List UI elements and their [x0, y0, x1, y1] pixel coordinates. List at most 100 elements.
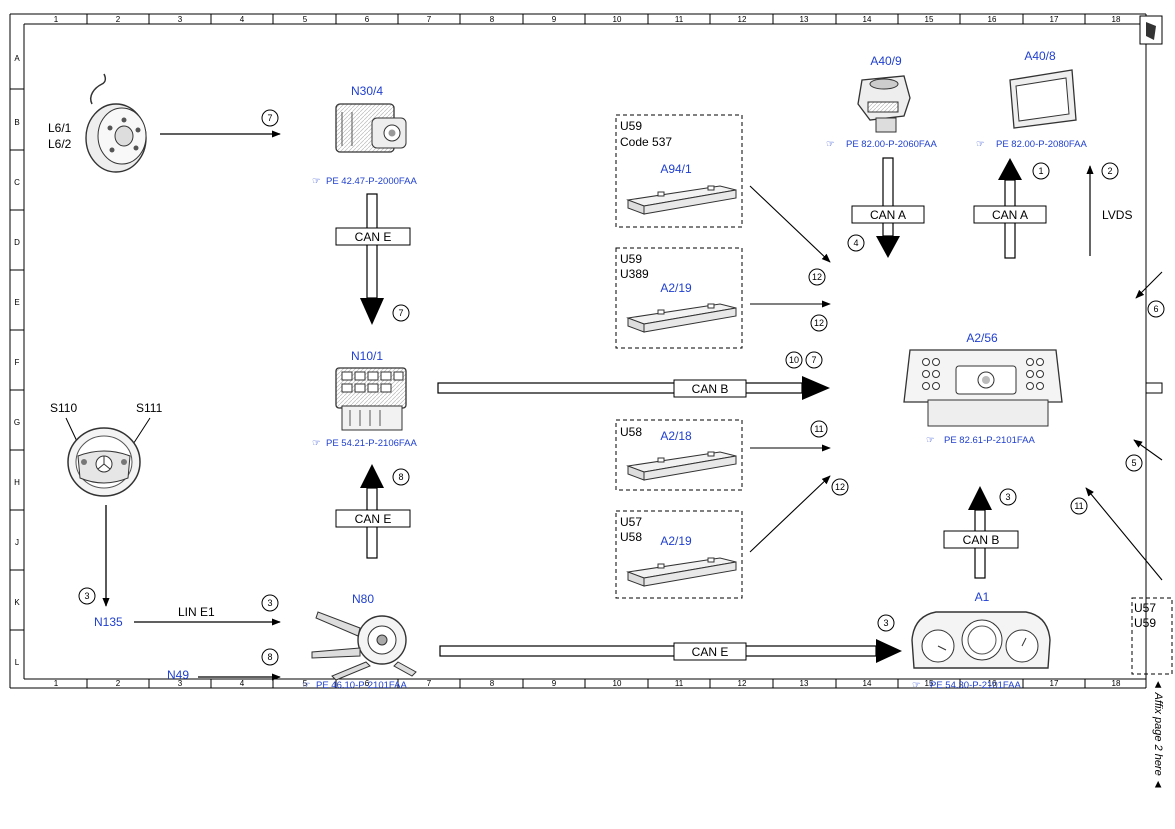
option-box-a219-bot-line2: U58	[620, 530, 642, 544]
grid-col-15: 15	[925, 15, 934, 24]
instrument-cluster[interactable]: A1 ☞ PE 54.30-P-2101FAA	[911, 590, 1051, 691]
grid-rows: A B C D E F G H J K L	[10, 54, 24, 667]
can-b-main-label: CAN B	[692, 382, 729, 396]
grid-col-5-bottom: 5	[303, 679, 308, 688]
can-e-top-label: CAN E	[355, 230, 392, 244]
a40-8-id: A40/8	[1024, 49, 1056, 63]
grid-columns-bottom: 1 2 3 4 5 6 7 8 9 10 11 12 13 14 15 16 1…	[54, 679, 1121, 688]
option-box-a2-18[interactable]: U58 A2/18	[615, 419, 743, 491]
grid-col-12: 12	[738, 15, 747, 24]
can-a-right-label: CAN A	[992, 208, 1028, 222]
marker-4: 4	[853, 238, 858, 248]
wheel-sensor-label-2: L6/2	[48, 137, 72, 151]
marker-6: 6	[1153, 304, 1158, 314]
grid-col-3-bottom: 3	[178, 679, 183, 688]
marker-2: 2	[1107, 166, 1112, 176]
grid-row-l: L	[15, 658, 20, 667]
a40-9-id: A40/9	[870, 54, 902, 68]
esp-module[interactable]: N30/4 ☞ PE 42.47-P-2000FAA	[312, 84, 417, 187]
grid-row-e: E	[14, 298, 19, 307]
sam-id: N10/1	[351, 349, 383, 363]
column-module-id: N80	[352, 592, 374, 606]
marker-12-a219: 12	[814, 318, 824, 328]
grid-col-2: 2	[116, 15, 121, 24]
right-box-line1: U57	[1134, 601, 1156, 615]
marker-7-canb: 7	[811, 355, 816, 365]
column-module-ref: PE 46.10-P-2101FAA	[316, 680, 407, 691]
grid-col-6-bottom: 6	[365, 679, 370, 688]
sam-ref: PE 54.21-P-2106FAA	[326, 438, 417, 449]
option-box-a218-line1: U58	[620, 425, 642, 439]
sam-ref-icon: ☞	[312, 438, 321, 449]
n135-id: N135	[94, 615, 123, 629]
grid-col-16: 16	[988, 15, 997, 24]
a40-9-module[interactable]: A40/9 ☞ PE 82.00-P-2060FAA	[826, 54, 937, 150]
head-unit[interactable]: A2/56 ☞ PE 82.61-P-2101FAA	[903, 331, 1063, 446]
column-module-ref-icon: ☞	[302, 680, 311, 691]
can-e-bus-vertical-mid: CAN E	[335, 464, 411, 559]
marker-1: 1	[1038, 166, 1043, 176]
a40-8-display[interactable]: A40/8 ☞ PE 82.00-P-2080FAA	[976, 49, 1087, 150]
can-b-bus-main: CAN B	[437, 376, 830, 400]
cluster-ref: PE 54.30-P-2101FAA	[930, 680, 1021, 691]
marker-5: 5	[1131, 458, 1136, 468]
right-edge-elements	[1085, 271, 1163, 581]
n49-id-visible: N49	[167, 668, 189, 682]
can-b-bus-cluster: CAN B	[943, 486, 1019, 579]
grid-col-11-bottom: 11	[675, 679, 684, 688]
a40-9-icon	[857, 75, 911, 133]
grid-col-1: 1	[54, 15, 59, 24]
grid-col-13-bottom: 13	[800, 679, 809, 688]
grid-col-11: 11	[675, 15, 684, 24]
wheel-sensor-label-1: L6/1	[48, 121, 72, 135]
right-option-box[interactable]: U57 U59	[1131, 597, 1173, 675]
side-note: ◄ Affix page 2 here ◄	[1142, 679, 1172, 823]
option-box-a219-bot-id: A2/19	[660, 534, 692, 548]
right-box-line2: U59	[1134, 616, 1156, 630]
a40-9-ref-icon: ☞	[826, 139, 835, 150]
grid-row-d: D	[14, 238, 20, 247]
esp-id: N30/4	[351, 84, 383, 98]
option-box-a94-line2: Code 537	[620, 135, 672, 149]
esp-ref: PE 42.47-P-2000FAA	[326, 176, 417, 187]
grid-col-9: 9	[552, 15, 557, 24]
option-box-a94-id: A94/1	[660, 162, 692, 176]
cluster-ref-icon: ☞	[912, 680, 921, 691]
grid-col-14: 14	[863, 15, 872, 24]
marker-11-right: 11	[1074, 501, 1083, 511]
grid-col-8: 8	[490, 15, 495, 24]
steering-wheel[interactable]: S110 S111	[50, 401, 163, 497]
column-module-icon	[311, 611, 417, 681]
grid-col-13: 13	[800, 15, 809, 24]
grid-col-7: 7	[427, 15, 432, 24]
grid-row-a: A	[14, 54, 20, 63]
head-unit-id: A2/56	[966, 331, 998, 345]
grid-col-5: 5	[303, 15, 308, 24]
marker-10: 10	[789, 355, 799, 365]
head-unit-ref-icon: ☞	[926, 435, 935, 446]
option-box-a2-19-bottom[interactable]: U57 U58 A2/19	[615, 510, 743, 599]
marker-3-lin: 3	[267, 598, 272, 608]
marker-8-sam: 8	[398, 472, 403, 482]
can-a-left-label: CAN A	[870, 208, 906, 222]
a40-9-ref: PE 82.00-P-2060FAA	[846, 139, 937, 150]
can-e-bottom-label: CAN E	[692, 645, 729, 659]
side-note-label: Affix page 2 here	[1152, 692, 1164, 776]
marker-3-cane: 3	[883, 618, 888, 628]
option-box-a218-id: A2/18	[660, 429, 692, 443]
grid-col-8-bottom: 8	[490, 679, 495, 688]
sam-module[interactable]: N10/1 ☞ PE 54.21-P-2106FAA	[312, 349, 417, 449]
wheel-speed-sensor[interactable]: L6/1 L6/2	[48, 73, 147, 173]
option-box-a2-19-top[interactable]: U59 U389 A2/19	[615, 247, 743, 349]
cluster-icon	[911, 611, 1051, 669]
grid-col-7-bottom: 7	[427, 679, 432, 688]
sam-icon	[335, 367, 407, 431]
marker-3-n135: 3	[84, 591, 89, 601]
option-box-a219-top-id: A2/19	[660, 281, 692, 295]
steering-column-module[interactable]: N80 ☞ PE 46.10-P-2101FAA	[302, 592, 417, 691]
grid-col-18-bottom: 18	[1112, 679, 1121, 688]
can-b-cluster-label: CAN B	[963, 533, 1000, 547]
can-e-mid-label: CAN E	[355, 512, 392, 526]
option-box-a94-1[interactable]: U59 Code 537 A94/1	[615, 114, 743, 228]
